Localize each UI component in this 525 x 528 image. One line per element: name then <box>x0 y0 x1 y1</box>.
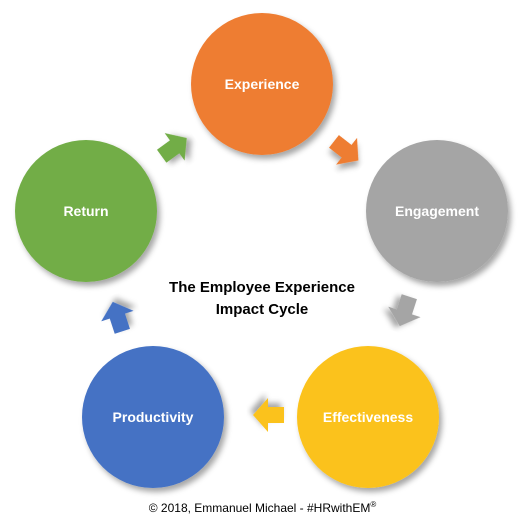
node-engagement: Engagement <box>366 140 508 282</box>
node-experience: Experience <box>191 13 333 155</box>
diagram-title-line-2: Impact Cycle <box>216 301 309 318</box>
node-productivity: Productivity <box>82 346 224 488</box>
node-return: Return <box>15 140 157 282</box>
arrow-return-to-experience <box>156 133 187 163</box>
copyright-text: © 2018, Emmanuel Michael - #HRwithEM <box>148 501 371 515</box>
node-label-effectiveness: Effectiveness <box>323 409 413 425</box>
trademark-symbol: ® <box>370 500 377 509</box>
arrow-engagement-to-effectiveness <box>388 294 421 327</box>
node-label-productivity: Productivity <box>113 409 194 425</box>
node-label-engagement: Engagement <box>395 203 479 219</box>
copyright-footer: © 2018, Emmanuel Michael - #HRwithEM® <box>0 500 525 515</box>
arrow-productivity-to-return <box>101 301 134 334</box>
diagram-title-line-1: The Employee Experience <box>169 279 355 296</box>
node-effectiveness: Effectiveness <box>297 346 439 488</box>
node-label-experience: Experience <box>225 76 300 92</box>
arrow-effectiveness-to-productivity <box>253 398 284 432</box>
arrow-experience-to-engagement <box>329 135 359 165</box>
node-label-return: Return <box>63 203 108 219</box>
